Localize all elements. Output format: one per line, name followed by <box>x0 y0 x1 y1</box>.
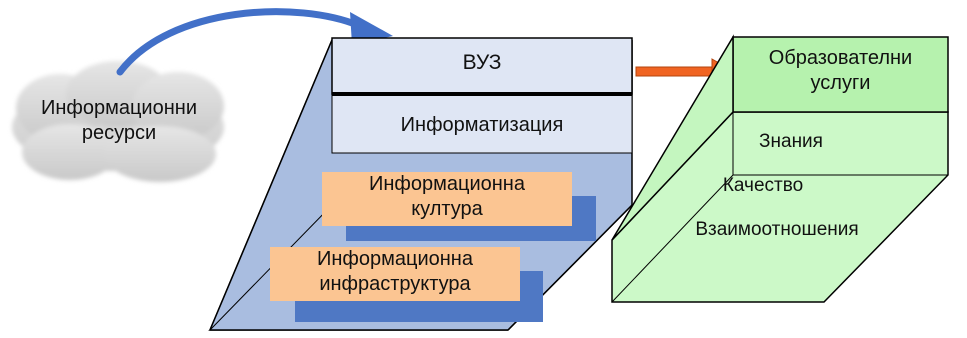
culture-label-line1: Информационна <box>369 173 525 195</box>
informatization-label: Информатизация <box>400 114 564 136</box>
service-item-knowledge: Знания <box>759 131 823 152</box>
resources-label: Информационни ресурси <box>8 96 230 146</box>
infrastructure-label-line1: Информационна <box>317 248 473 270</box>
vuz-title: ВУЗ <box>462 51 502 74</box>
culture-label-line2: култура <box>411 198 483 220</box>
vuz-header <box>331 37 633 95</box>
cloud-shape <box>12 61 224 182</box>
services-title-line2: услуги <box>810 72 871 94</box>
services-box <box>611 34 949 303</box>
resources-label-line2: ресурси <box>81 122 157 144</box>
infrastructure-label-line2: инфраструктура <box>319 273 471 295</box>
services-title: Образователни услуги <box>733 46 948 96</box>
infrastructure-label-box <box>270 247 520 301</box>
services-title-line1: Образователни <box>768 47 913 69</box>
culture-label-box <box>322 172 572 226</box>
resources-label-line1: Информационни <box>40 97 197 119</box>
infrastructure-label: Информационна инфраструктура <box>270 247 520 297</box>
curved-arrow-icon <box>116 8 393 76</box>
informatization-panel <box>331 93 633 154</box>
culture-label: Информационна култура <box>322 172 572 222</box>
service-item-relations: Взаимоотношения <box>695 219 859 240</box>
service-item-quality: Качество <box>722 175 804 196</box>
